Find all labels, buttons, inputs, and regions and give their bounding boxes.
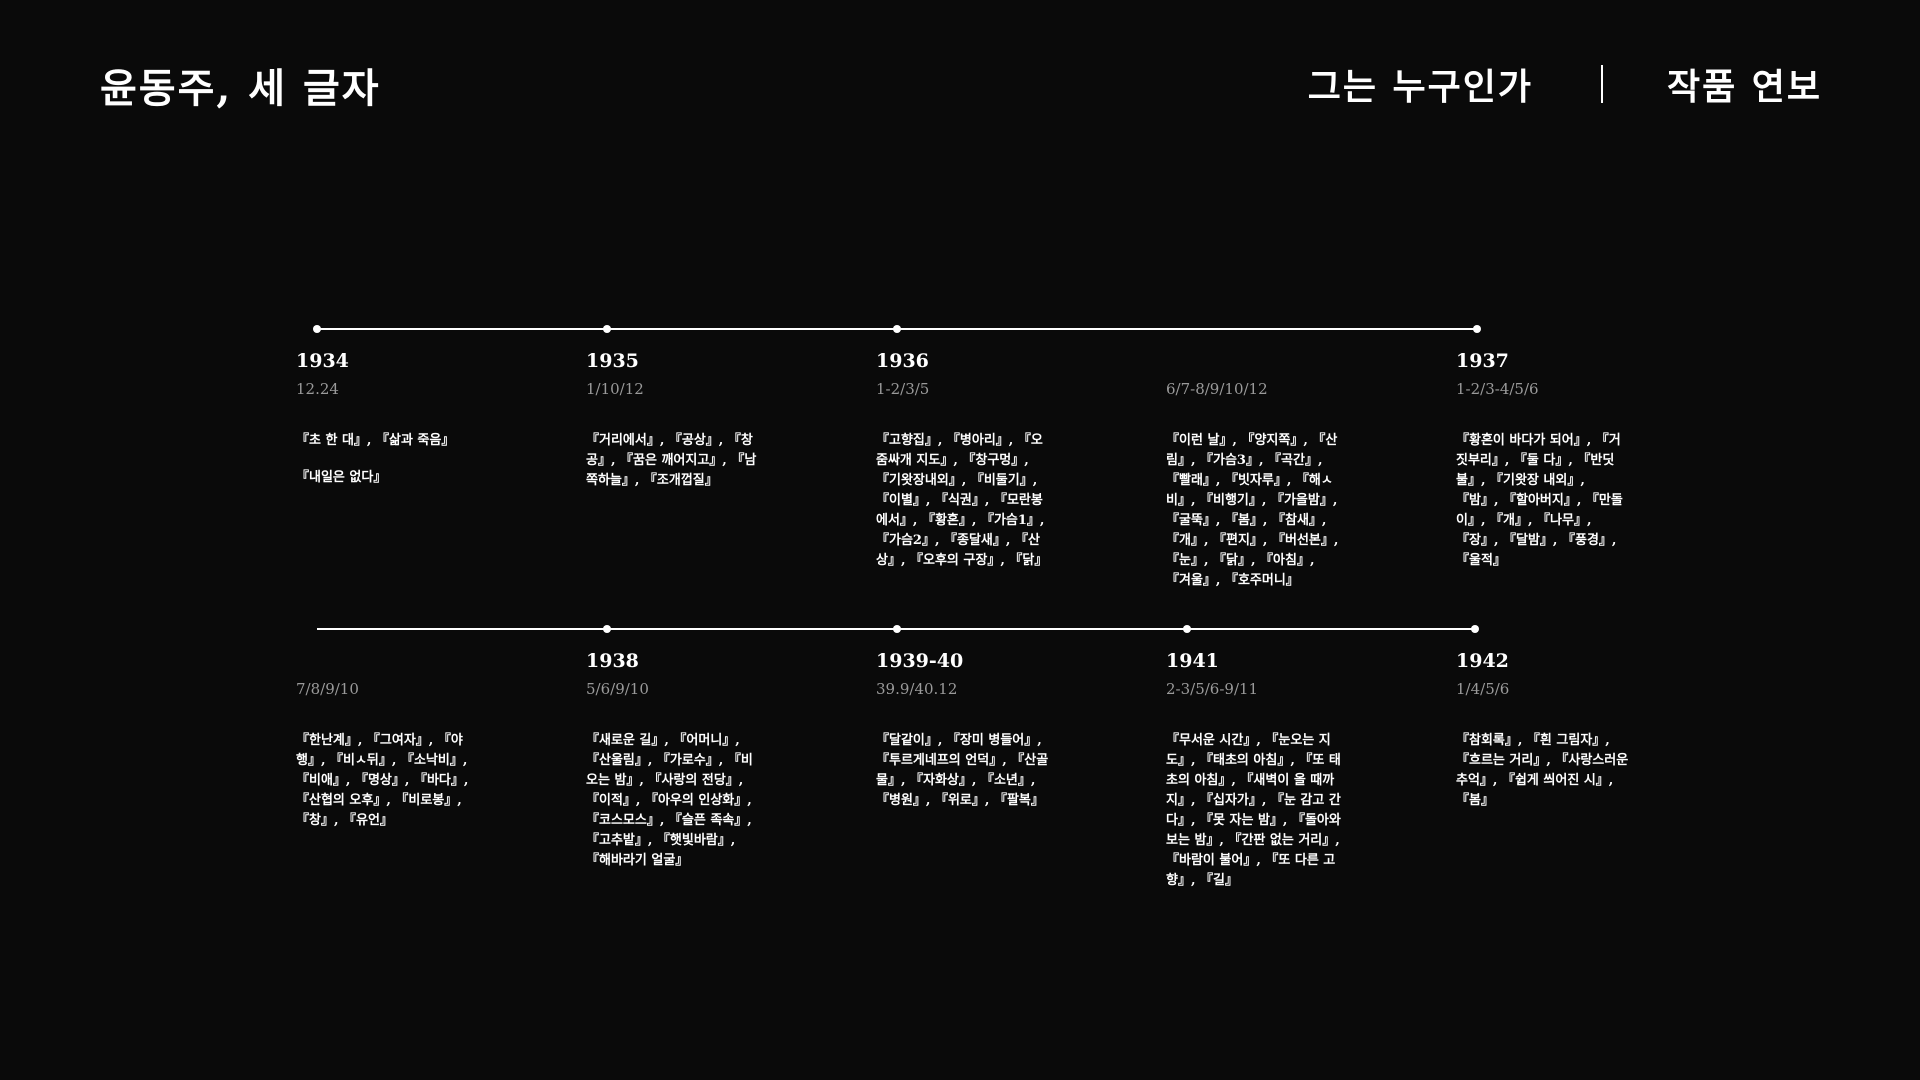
nav-chronology[interactable]: 작품 연보 <box>1666 66 1822 108</box>
works-text: 『황혼이 바다가 되어』, 『거짓부리』, 『둘 다』, 『반딧불』, 『기왓장… <box>1456 433 1623 568</box>
entry-months: 6/7-8/9/10/12 <box>1166 380 1268 398</box>
entry-year: 1942 <box>1456 650 1509 672</box>
entry-works: 『이런 날』, 『양지쪽』, 『산림』, 『가슴3』, 『곡간』, 『빨래』, … <box>1166 431 1341 591</box>
timeline-dot <box>603 325 611 333</box>
timeline-row-2: 7/8/9/10 『한난계』, 『그여자』, 『야행』, 『비ㅅ뒤』, 『소낙비… <box>0 620 1920 940</box>
works-text: 『무서운 시간』, 『눈오는 지도』, 『태초의 아침』, 『또 태초의 아침』… <box>1166 733 1341 888</box>
timeline-entry-1937-cont: 7/8/9/10 『한난계』, 『그여자』, 『야행』, 『비ㅅ뒤』, 『소낙비… <box>296 649 471 848</box>
entry-works: 『초 한 대』, 『삶과 죽음』 『내일은 없다』 <box>296 431 471 488</box>
works-text: 『한난계』, 『그여자』, 『야행』, 『비ㅅ뒤』, 『소낙비』, 『비애』, … <box>296 733 469 828</box>
works-text: 『참회록』, 『흰 그림자』, 『흐르는 거리』, 『사랑스러운 추억』, 『쉽… <box>1456 733 1629 808</box>
entry-months: 7/8/9/10 <box>296 680 359 698</box>
timeline-row-1: 1934 12.24 『초 한 대』, 『삶과 죽음』 『내일은 없다』 193… <box>0 320 1920 640</box>
entry-months: 39.9/40.12 <box>876 680 958 698</box>
timeline-entry-1938: 1938 5/6/9/10 『새로운 길』, 『어머니』, 『산울림』, 『가로… <box>586 649 761 888</box>
entry-months: 1-2/3/5 <box>876 380 930 398</box>
timeline-entry-1941: 1941 2-3/5/6-9/11 『무서운 시간』, 『눈오는 지도』, 『태… <box>1166 649 1341 908</box>
timeline-dot <box>893 625 901 633</box>
main-nav: 그는 누구인가 작품 연보 <box>1308 58 1822 110</box>
entry-year: 1941 <box>1166 650 1219 672</box>
timeline-dot <box>893 325 901 333</box>
nav-divider <box>1600 65 1603 103</box>
timeline-dot <box>1473 325 1481 333</box>
timeline-entry-1942: 1942 1/4/5/6 『참회록』, 『흰 그림자』, 『흐르는 거리』, 『… <box>1456 649 1631 828</box>
timeline-dot <box>603 625 611 633</box>
entry-months: 1/4/5/6 <box>1456 680 1510 698</box>
entry-year <box>1166 349 1341 373</box>
timeline-dot <box>1183 625 1191 633</box>
works-text: 『초 한 대』, 『삶과 죽음』 <box>296 433 455 448</box>
entry-months: 1-2/3-4/5/6 <box>1456 380 1539 398</box>
entry-year <box>296 649 471 673</box>
entry-year: 1938 <box>586 650 639 672</box>
entry-works: 『고향집』, 『병아리』, 『오줌싸개 지도』, 『창구멍』, 『기왓장내외』,… <box>876 431 1051 571</box>
entry-year: 1937 <box>1456 350 1509 372</box>
works-text: 『거리에서』, 『공상』, 『창공』, 『꿈은 깨어지고』, 『남쪽하늘』, 『… <box>586 433 757 488</box>
works-text: 『새로운 길』, 『어머니』, 『산울림』, 『가로수』, 『비오는 밤』, 『… <box>586 733 753 868</box>
timeline-entry-1936-cont: 6/7-8/9/10/12 『이런 날』, 『양지쪽』, 『산림』, 『가슴3』… <box>1166 349 1341 608</box>
entry-works: 『새로운 길』, 『어머니』, 『산울림』, 『가로수』, 『비오는 밤』, 『… <box>586 731 761 871</box>
entry-works: 『무서운 시간』, 『눈오는 지도』, 『태초의 아침』, 『또 태초의 아침』… <box>1166 731 1341 891</box>
nav-about[interactable]: 그는 누구인가 <box>1307 66 1533 108</box>
timeline-entry-1935: 1935 1/10/12 『거리에서』, 『공상』, 『창공』, 『꿈은 깨어지… <box>586 349 761 508</box>
entry-works: 『참회록』, 『흰 그림자』, 『흐르는 거리』, 『사랑스러운 추억』, 『쉽… <box>1456 731 1631 811</box>
works-text: 『이런 날』, 『양지쪽』, 『산림』, 『가슴3』, 『곡간』, 『빨래』, … <box>1166 433 1339 588</box>
timeline-dot <box>313 325 321 333</box>
entry-works: 『황혼이 바다가 되어』, 『거짓부리』, 『둘 다』, 『반딧불』, 『기왓장… <box>1456 431 1631 571</box>
entry-months: 12.24 <box>296 380 339 398</box>
entry-months: 1/10/12 <box>586 380 644 398</box>
works-text: 『고향집』, 『병아리』, 『오줌싸개 지도』, 『창구멍』, 『기왓장내외』,… <box>876 433 1048 568</box>
entry-months: 2-3/5/6-9/11 <box>1166 680 1259 698</box>
timeline-entry-1934: 1934 12.24 『초 한 대』, 『삶과 죽음』 『내일은 없다』 <box>296 349 471 505</box>
site-title: 윤동주, 세 글자 <box>100 65 381 112</box>
entry-year: 1935 <box>586 350 639 372</box>
timeline-entry-1936: 1936 1-2/3/5 『고향집』, 『병아리』, 『오줌싸개 지도』, 『창… <box>876 349 1051 588</box>
entry-works: 『거리에서』, 『공상』, 『창공』, 『꿈은 깨어지고』, 『남쪽하늘』, 『… <box>586 431 761 491</box>
timeline-entry-1939-40: 1939-40 39.9/40.12 『달같이』, 『장미 병들어』, 『투르게… <box>876 649 1051 828</box>
entry-months: 5/6/9/10 <box>586 680 649 698</box>
entry-works: 『한난계』, 『그여자』, 『야행』, 『비ㅅ뒤』, 『소낙비』, 『비애』, … <box>296 731 471 831</box>
timeline-dot <box>1471 625 1479 633</box>
entry-year: 1934 <box>296 350 349 372</box>
entry-year: 1936 <box>876 350 929 372</box>
entry-works: 『달같이』, 『장미 병들어』, 『투르게네프의 언덕』, 『산골물』, 『자화… <box>876 731 1051 811</box>
timeline-entry-1937: 1937 1-2/3-4/5/6 『황혼이 바다가 되어』, 『거짓부리』, 『… <box>1456 349 1631 588</box>
works-text: 『달같이』, 『장미 병들어』, 『투르게네프의 언덕』, 『산골물』, 『자화… <box>876 733 1049 808</box>
entry-year: 1939-40 <box>876 650 964 672</box>
works-text: 『내일은 없다』 <box>296 470 387 485</box>
